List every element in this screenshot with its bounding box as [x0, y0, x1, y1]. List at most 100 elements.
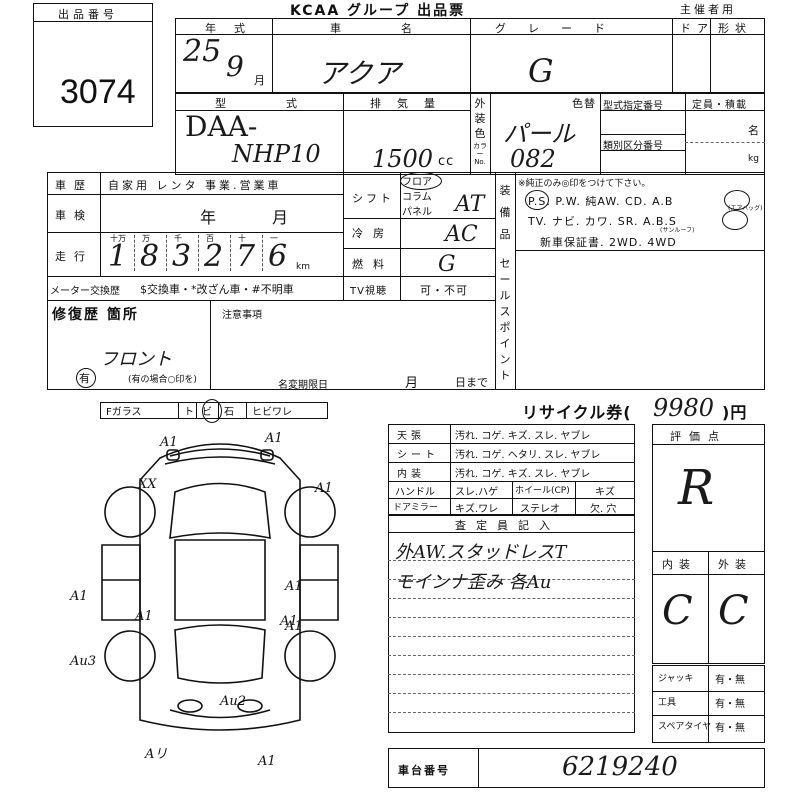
damage-mark: A1	[264, 431, 283, 446]
lot-number: 3074	[60, 73, 136, 111]
damage-mark: Au3	[69, 654, 96, 669]
exterior-rating-label: 外装	[718, 558, 752, 571]
damage-mark: A1	[284, 619, 303, 634]
name-change-month: 月	[405, 376, 420, 391]
mileage-digit-label: 十	[238, 234, 246, 243]
color-value: パール	[503, 120, 575, 148]
displacement-unit: cc	[438, 154, 455, 169]
damage-mark: A1	[257, 754, 276, 769]
shift-label: シフト	[352, 192, 394, 205]
inspection-month: 月	[272, 208, 290, 227]
mileage-digit: 1	[108, 239, 128, 274]
exterior-color-label: 外装色	[474, 97, 486, 140]
repair-mark-circle	[76, 368, 96, 388]
tv-value: 可・不可	[420, 284, 468, 297]
color-code-label: カラーNo.	[473, 142, 487, 166]
mirror-label: ドアミラー	[393, 503, 438, 513]
interior-row-options: 汚れ. コゲ. ヘタリ. スレ. ヤブレ	[455, 450, 601, 461]
meter-exchange-label: メーター交換歴	[50, 286, 120, 297]
interior-row-label: シート	[397, 450, 439, 461]
repair-hint: (有の場合○印を)	[128, 375, 197, 385]
wheel-label: ホイール(CP)	[515, 486, 570, 496]
fuel-label: 燃料	[352, 258, 394, 271]
damage-mark: Au2	[219, 694, 246, 709]
glass-cell: 石	[224, 407, 234, 418]
shift-value: AT	[455, 192, 485, 217]
lot-number-box	[33, 3, 153, 127]
year-label: 年式	[205, 22, 263, 35]
mileage-digit: 3	[172, 239, 192, 274]
damage-mark: Aリ	[144, 747, 167, 762]
accessory-value: 有・無	[715, 723, 745, 734]
displacement-label: 排気量	[370, 97, 451, 110]
shape-label: 形状	[718, 22, 752, 35]
interior-condition-table	[388, 424, 635, 515]
equipment-row-1-sub: (エアバッグ)	[728, 205, 763, 212]
rating-label: 評価点	[670, 430, 727, 443]
mileage-digit-label: 十万	[110, 234, 126, 243]
accessory-value: 有・無	[715, 699, 745, 710]
inspection-year: 年	[200, 208, 218, 227]
capacity-unit-kg: kg	[748, 154, 759, 164]
mileage-digit: 8	[140, 239, 160, 274]
tv-label: TV視聴	[350, 286, 387, 297]
organizer-label: 主催者用	[680, 3, 736, 16]
name-change-day: 日まで	[455, 376, 488, 389]
history-table	[47, 172, 765, 390]
recycle-label: リサイクル券(	[522, 403, 632, 422]
mileage-digit: 7	[236, 239, 256, 274]
chassis-value: 6219240	[562, 752, 678, 782]
month-value: 9	[226, 50, 244, 83]
glass-circle	[202, 399, 222, 423]
interior-rating-label: 内装	[662, 558, 696, 571]
car-name-value: アクア	[318, 57, 401, 90]
mileage-digit-label: 千	[174, 234, 182, 243]
shift-circle	[400, 172, 442, 190]
category-number-label: 類別区分番号	[603, 141, 663, 152]
inspector-line-2: モインナ歪み 各Au	[395, 572, 552, 593]
recycle-value: 9980	[653, 394, 715, 422]
equipment-circle-abs	[722, 210, 748, 230]
mileage-digit-label: 一	[270, 234, 278, 243]
handle-options: スレ.ハゲ	[455, 487, 499, 498]
damage-mark: A1	[314, 481, 333, 496]
equipment-side-label: 装備品	[499, 184, 511, 241]
capacity-label: 定員・積載	[692, 100, 747, 111]
shift-type-option: コラム	[402, 192, 432, 203]
accessory-label: ジャッキ	[658, 674, 694, 684]
interior-row-label: 内装	[397, 469, 425, 480]
mileage-label: 走行	[55, 250, 93, 263]
ac-label: 冷房	[352, 227, 394, 240]
door-label: ドア	[680, 22, 714, 35]
sales-point-label: セールスポイント	[499, 257, 511, 382]
glass-cell: ヒビワレ	[252, 407, 292, 418]
model-label: 型式	[215, 97, 357, 110]
equipment-row-2: TV. ナビ. カワ. SR. A.B.S	[528, 215, 677, 228]
stereo-label: ステレオ	[520, 504, 560, 515]
equipment-row-1: P.S. P.W. 純AW. CD. A.B	[528, 195, 674, 208]
group-title: KCAA グループ 出品票	[290, 3, 466, 19]
car-history-options: 自家用 レンタ 事業.営業車	[108, 179, 282, 192]
recycle-unit: )円	[722, 403, 748, 422]
interior-row-options: 汚れ. コゲ. キズ. スレ. ヤブレ	[455, 431, 591, 442]
equipment-circle-ab	[724, 190, 750, 210]
damage-mark: A1	[69, 589, 88, 604]
meter-exchange-options: $交換車・*改ざん車・#不明車	[140, 283, 294, 296]
equipment-row-2-sub: (サンルーフ)	[660, 227, 695, 234]
handle-label: ハンドル	[395, 487, 435, 498]
mileage-digit: 2	[204, 239, 224, 274]
chassis-box	[388, 748, 765, 788]
interior-rating-value: C	[662, 588, 693, 634]
equipment-circle-ps	[525, 190, 549, 210]
grade-label: グレード	[495, 22, 627, 35]
damage-mark: A1	[279, 614, 298, 629]
chassis-label: 車台番号	[398, 764, 450, 777]
stereo-options: 欠. 穴	[590, 504, 617, 515]
wheel-options: キズ	[595, 487, 615, 498]
damage-mark: XX	[137, 477, 157, 492]
accessory-value: 有・無	[715, 675, 745, 686]
capacity-unit-persons: 名	[748, 124, 760, 137]
inspector-line-1: 外AW.スタッドレスT	[395, 542, 567, 563]
